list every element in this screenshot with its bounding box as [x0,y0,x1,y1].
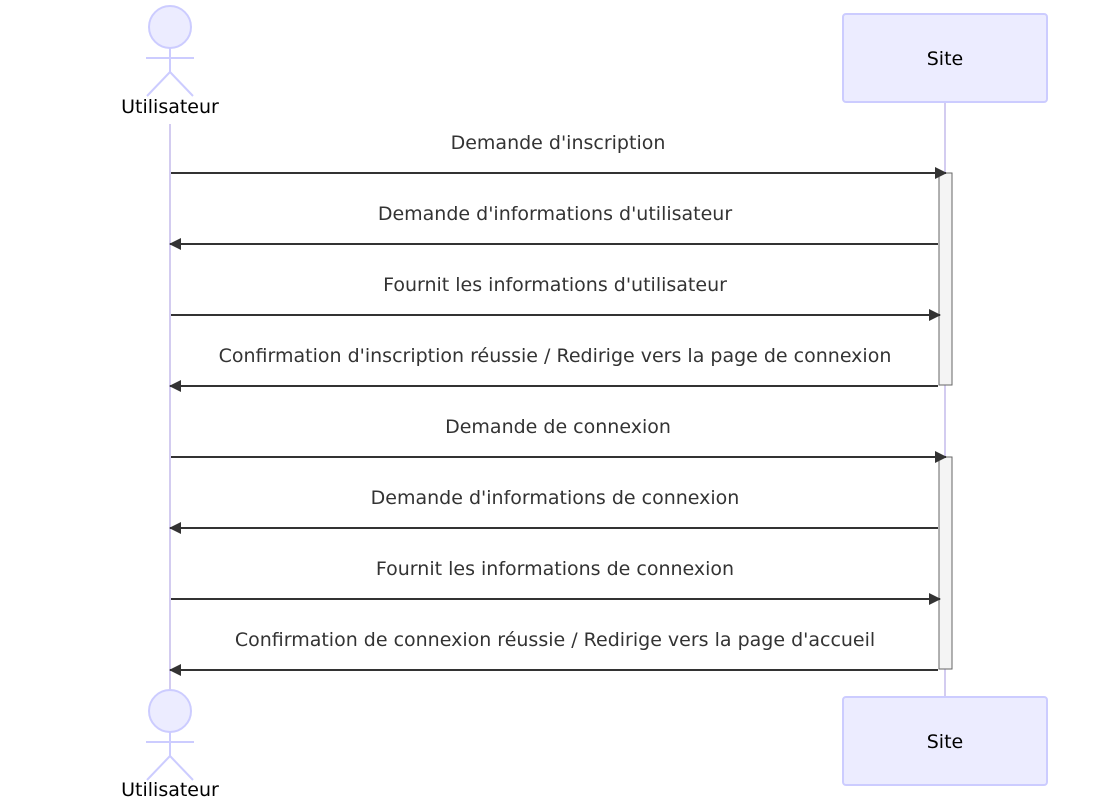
message-3-label: Fournit les informations d'utilisateur [383,274,727,296]
actor-bottom-label: Utilisateur [121,779,219,801]
site-top-label: Site [927,48,963,70]
message-5-label: Demande de connexion [445,416,671,438]
site-top: Site [842,13,1048,103]
message-2-label: Demande d'informations d'utilisateur [378,203,733,225]
message-8: Confirmation de connexion réussie / Redi… [169,629,938,676]
site-activation-login [938,456,953,670]
message-1: Demande d'inscription [171,132,947,179]
message-7-label: Fournit les informations de connexion [376,558,734,580]
actor-top: Utilisateur [121,5,219,118]
site-top-box [842,13,1048,103]
message-3: Fournit les informations d'utilisateur [171,274,941,321]
message-6-label: Demande d'informations de connexion [371,487,740,509]
message-2: Demande d'informations d'utilisateur [169,203,938,250]
message-6: Demande d'informations de connexion [169,487,938,534]
site-activation-registration [938,172,953,386]
actor-bottom-head-icon [148,689,192,733]
actor-bottom: Utilisateur [121,689,219,801]
message-8-label: Confirmation de connexion réussie / Redi… [235,629,875,651]
message-4: Confirmation d'inscription réussie / Red… [169,345,938,392]
actor-top-head-icon [148,5,192,49]
message-5: Demande de connexion [171,416,947,463]
site-bottom: Site [842,696,1048,786]
message-1-label: Demande d'inscription [451,132,666,154]
message-7: Fournit les informations de connexion [171,558,941,605]
message-4-label: Confirmation d'inscription réussie / Red… [219,345,892,367]
site-bottom-box [842,696,1048,786]
actor-top-label: Utilisateur [121,96,219,118]
site-bottom-label: Site [927,731,963,753]
